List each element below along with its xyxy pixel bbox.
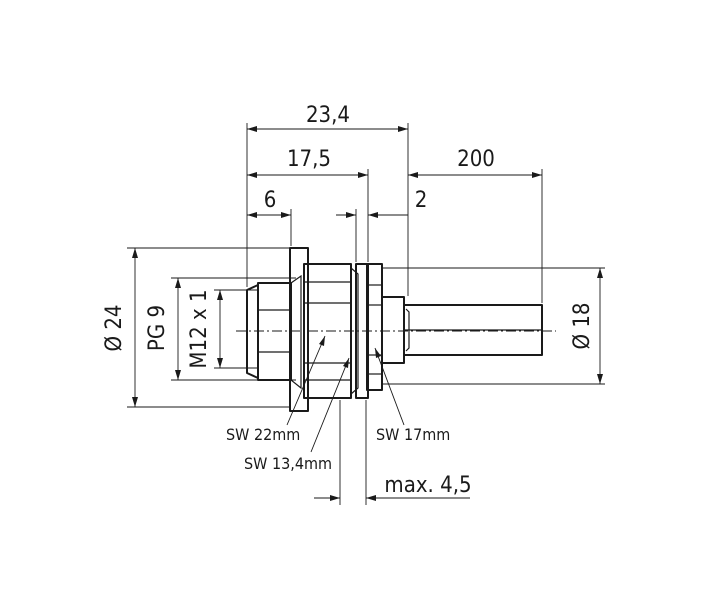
extension-lines: [127, 123, 605, 505]
label-wrench-front: SW 22mm: [226, 425, 300, 444]
front-flange: [289, 247, 309, 412]
dim-panel-thickness: max. 4,5: [384, 473, 471, 498]
horizontal-dimensions: [247, 126, 542, 501]
dim-metric-thread: M12 x 1: [187, 289, 212, 368]
dim-flange-thickness: 2: [415, 188, 428, 213]
label-wrench-center: SW 13,4mm: [244, 454, 332, 473]
rear-hex-nut: [366, 263, 383, 391]
label-wrench-rear: SW 17mm: [376, 425, 450, 444]
socket-insert: [257, 282, 292, 381]
connector-body: [246, 247, 543, 412]
dim-cable-length: 200: [457, 147, 495, 172]
dim-rear-diameter: Ø 18: [570, 302, 595, 349]
dim-pg-thread: PG 9: [145, 305, 170, 351]
dim-outer-diameter: Ø 24: [102, 304, 127, 351]
socket-face: [246, 284, 259, 379]
leader-lines: [286, 335, 405, 453]
dim-body-length: 17,5: [287, 147, 331, 172]
dim-overall-length: 23,4: [306, 103, 350, 128]
rear-housing: [381, 296, 405, 364]
dim-front-length: 6: [264, 188, 277, 213]
vertical-dimensions: [132, 248, 603, 407]
